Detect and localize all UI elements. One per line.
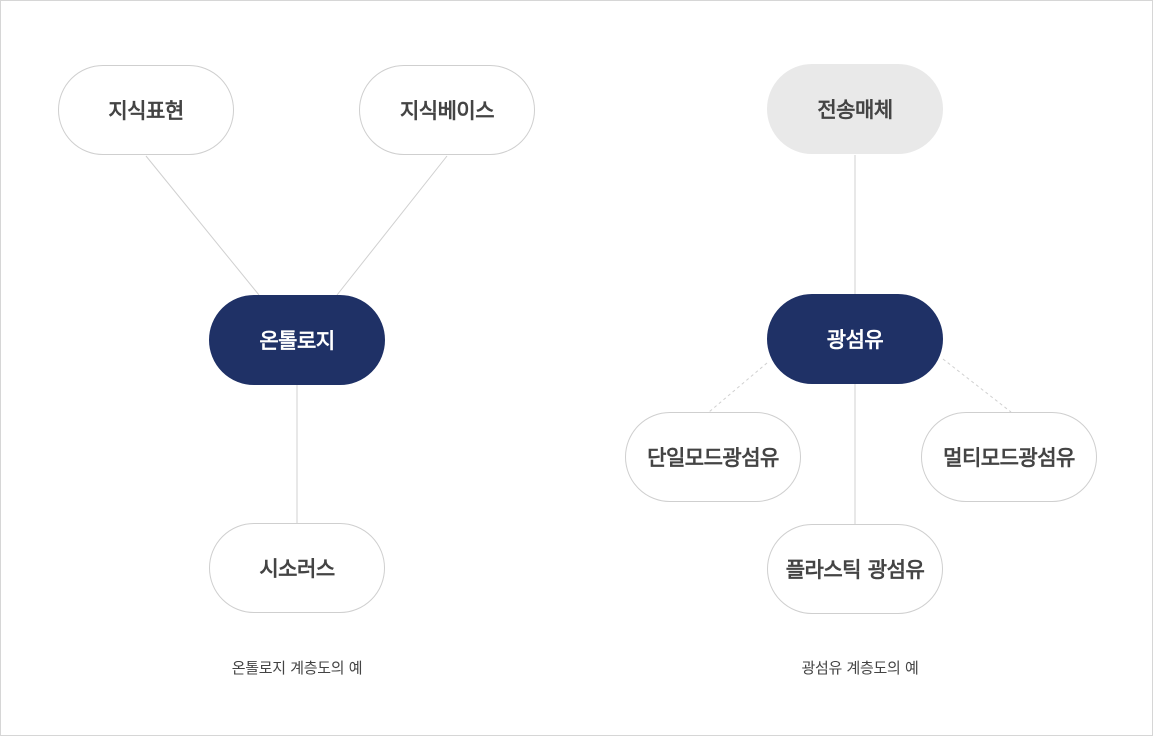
- link-optical-fiber-multi-mode: [942, 358, 1012, 413]
- node-knowledge-representation: 지식표현: [58, 65, 234, 155]
- node-knowledge-base: 지식베이스: [359, 65, 535, 155]
- link-ontology-knowledge-representation: [145, 155, 260, 296]
- node-multi-mode-fiber: 멀티모드광섬유: [921, 412, 1097, 502]
- caption-optical-fiber-hierarchy: 광섬유 계층도의 예: [801, 659, 919, 677]
- link-ontology-knowledge-base: [336, 155, 448, 296]
- node-plastic-fiber: 플라스틱 광섬유: [767, 524, 943, 614]
- node-optical-fiber: 광섬유: [767, 294, 943, 384]
- caption-ontology-hierarchy: 온톨로지 계층도의 예: [231, 659, 363, 677]
- node-ontology: 온톨로지: [209, 295, 385, 385]
- node-transmission-media: 전송매체: [767, 64, 943, 154]
- node-single-mode-fiber: 단일모드광섬유: [625, 412, 801, 502]
- link-optical-fiber-single-mode: [708, 362, 768, 413]
- node-thesaurus: 시소러스: [209, 523, 385, 613]
